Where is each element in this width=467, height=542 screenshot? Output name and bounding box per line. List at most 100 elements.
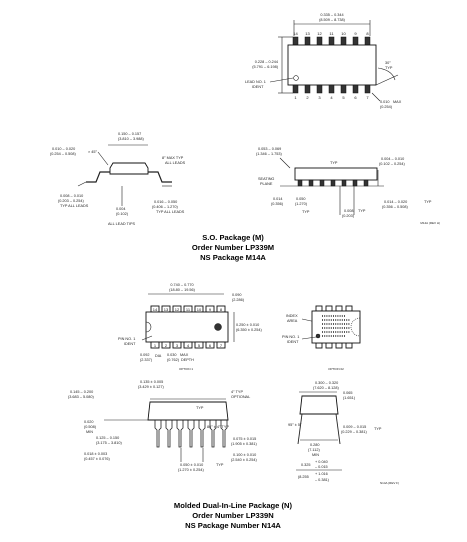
dip-dia-mm: (2.337) xyxy=(140,358,153,362)
dip-top-gap-mm: (1.651) xyxy=(343,396,356,400)
dip-pitch: 0.100 ± 0.010 xyxy=(233,453,256,457)
so-end-body xyxy=(109,162,149,175)
so-width-dim: 0.335 – 0.344 xyxy=(320,13,343,17)
dip-end-view: 0.300 – 0.320 (7.620 – 8.128) 0.065 (1.6… xyxy=(288,381,399,485)
so-foot-mm: (0.406 – 1.270) xyxy=(152,205,178,209)
dip-side-body xyxy=(147,401,229,421)
dip-end-lead-thk-typ: TYP xyxy=(374,427,382,431)
so-caption-line1: S.O. Package (M) xyxy=(202,233,264,242)
so-lead-w2: 0.014 – 0.020 xyxy=(384,200,407,204)
dip-pin1-label: PIN NO. 1 xyxy=(118,337,135,341)
dip-top-view: 0.740 – 0.770 (18.80 – 19.56) 0.090 (2.2… xyxy=(118,283,262,371)
dip-lead-thk-mm: (0.457 ± 0.076) xyxy=(84,457,110,461)
so-angle-typ: TYP xyxy=(385,66,393,70)
so-seating-plane: PLANE xyxy=(260,182,273,186)
so-top-leads xyxy=(292,36,371,46)
dip-end-spread: 0.280 xyxy=(310,443,320,447)
dip-length-mm: (18.80 – 19.56) xyxy=(169,288,195,292)
so-pin-10: 10 xyxy=(341,31,346,36)
so-pin-max-mm: (0.254) xyxy=(380,105,393,109)
dip-h1-mm: (3.429 ± 0.127) xyxy=(138,385,164,389)
dip-caption: Molded Dual-In-Line Package (N) Order Nu… xyxy=(174,501,293,530)
so-foot-note: TYP ALL LEADS xyxy=(156,210,185,214)
dip-dia: 0.092 xyxy=(140,353,150,357)
so-end-view: 0.150 – 0.157 (3.810 – 3.988) 0.010 – 0.… xyxy=(50,132,186,226)
so-pitch: 0.050 xyxy=(296,197,306,201)
dip-side-view: 0.135 ± 0.005 (3.429 ± 0.127) 0.145 – 0.… xyxy=(68,380,257,472)
dip-end-w: 0.300 – 0.320 xyxy=(315,381,338,385)
so-pin-4: 4 xyxy=(330,95,333,100)
dip-span-label: TYP xyxy=(216,463,224,467)
dip-end-gap-mm: (2.286) xyxy=(232,298,245,302)
dip-lead-w: 0.075 ± 0.015 xyxy=(233,437,256,441)
dip-span-mm: (1.270 ± 0.254) xyxy=(178,468,204,472)
so-pin-6: 6 xyxy=(354,95,357,100)
so-pin-13: 13 xyxy=(305,31,310,36)
dip-end-bot-mm-plus: + 1.016 xyxy=(315,472,328,476)
dip-depth-label2: DEPTH xyxy=(181,358,194,362)
dip-width-mm: (6.350 ± 0.254) xyxy=(236,328,262,332)
so-lead1-label: LEAD NO. 1 xyxy=(245,80,266,84)
dip-pitch-mm: (2.540 ± 0.254) xyxy=(231,458,257,462)
dip-pin-1: 1 xyxy=(154,343,157,348)
dip-h1: 0.135 ± 0.005 xyxy=(140,380,163,384)
dip-width: 0.250 ± 0.010 xyxy=(236,323,259,327)
so-toe-note: ALL LEAD TIPS xyxy=(108,222,135,226)
dip-end-bot: 0.325 xyxy=(301,463,311,467)
dip-pin-5: 5 xyxy=(198,343,201,348)
dip-pin-10: 10 xyxy=(197,307,202,312)
so-pin-3: 3 xyxy=(318,95,321,100)
dip-pin-7: 7 xyxy=(220,343,223,348)
so-pin-max-label: MAX xyxy=(393,100,402,104)
so-pad: 0.008 xyxy=(344,209,354,213)
dip-end-bot-minus: – 0.015 xyxy=(315,465,328,469)
dip-end-spread-mm: (7.112) xyxy=(308,448,320,452)
dip-pin-4: 4 xyxy=(187,343,190,348)
so-lead-w2-typ: TYP xyxy=(424,200,432,204)
dip-top-gap: 0.065 xyxy=(343,391,353,395)
dip-pin-3: 3 xyxy=(176,343,179,348)
so-draft: 8° MAX TYP xyxy=(162,156,184,160)
dip-end-bot-mm: (8.255 xyxy=(298,475,309,479)
so-side-height: 0.053 – 0.069 xyxy=(258,147,281,151)
dip-base-mm: (0.508) xyxy=(84,425,97,429)
dip-caption-line1: Molded Dual-In-Line Package (N) xyxy=(174,501,293,510)
so-pitch-typ: TYP xyxy=(302,210,310,214)
so-side-height-mm: (1.346 – 1.753) xyxy=(256,152,282,156)
dip-end-ref: N14A (REV F) xyxy=(380,481,399,485)
dip-dia-label: DIA xyxy=(155,354,162,358)
dip-end-angle: 95° ± 5° xyxy=(288,423,302,427)
so-standoff-mm: (0.102 – 0.254) xyxy=(379,162,405,166)
so-pin-9: 9 xyxy=(354,31,357,36)
so-seating: SEATING xyxy=(258,177,274,181)
so-toe: 0.004 xyxy=(116,207,126,211)
so-pin-max: 0.010 xyxy=(380,100,390,104)
so-end-width: 0.150 – 0.157 xyxy=(118,132,141,136)
dip-lead-w-mm: (1.905 ± 0.381) xyxy=(231,442,257,446)
dip-depth-mm: (0.762) xyxy=(167,358,180,362)
so-foot: 0.016 – 0.050 xyxy=(154,200,177,204)
dip-option2-view: INDEX AREA PIN NO. 1 IDENT OPTION 02 xyxy=(282,305,361,371)
dip-length: 0.740 – 0.770 xyxy=(170,283,193,287)
dip-h2-mm: (3.683 – 5.080) xyxy=(68,395,94,399)
so-lead-thk: 0.008 – 0.010 xyxy=(60,194,83,198)
dip-end-bot-mm-minus: – 0.381) xyxy=(315,478,330,482)
dip-caption-line2: Order Number LP339N xyxy=(192,511,273,520)
dip-end-body xyxy=(299,395,339,415)
so-pin-14: 14 xyxy=(293,31,298,36)
so-ref: M14A (REV H) xyxy=(420,221,440,225)
so-chamfer-mm: (0.254 – 0.508) xyxy=(50,152,76,156)
dip-depth: 0.030 xyxy=(167,353,177,357)
dip-angle-opt: OPTIONAL xyxy=(231,395,250,399)
opt2-pin1: PIN NO. 1 xyxy=(282,335,299,339)
so-pin-1: 1 xyxy=(294,95,297,100)
so-bottom-leads xyxy=(292,84,371,94)
dip-pin-14: 14 xyxy=(153,307,158,312)
dip-depth-label: MAX xyxy=(180,353,189,357)
so-pitch-note: TYP xyxy=(330,161,338,165)
dip-option1: OPTION 1 xyxy=(179,367,193,371)
so-chamfer: 0.010 – 0.020 xyxy=(52,147,75,151)
so-pin-8: 8 xyxy=(366,31,369,36)
dip-ang86: 86° ± 4° TYP xyxy=(207,425,229,429)
so-side-leads xyxy=(297,179,369,187)
